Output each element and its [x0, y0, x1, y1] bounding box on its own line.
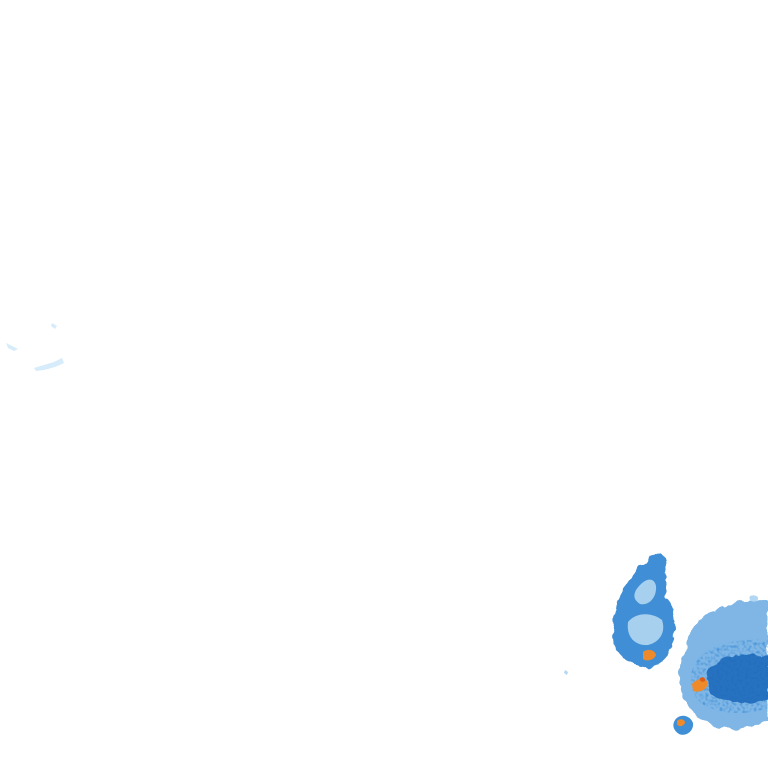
- cell-gap: [634, 579, 657, 605]
- trace-echo: [6, 343, 18, 351]
- cell-outer-echo: [613, 551, 675, 668]
- trace-echo: [51, 323, 57, 329]
- cell-outer-echo: [673, 715, 694, 735]
- cell-core: [692, 678, 708, 692]
- trace-echo: [34, 358, 64, 371]
- cell-heavy-echo: [706, 654, 768, 704]
- cell-core: [677, 719, 685, 727]
- west-trace-cell: [6, 323, 64, 371]
- stray-echo: [564, 670, 568, 675]
- southeast-small-cell: [673, 715, 694, 735]
- cell-core: [699, 677, 706, 682]
- southeast-main-cell: [679, 595, 768, 728]
- cell-gap: [627, 614, 664, 646]
- southeast-north-cell: [613, 551, 675, 668]
- stray-echo: [749, 595, 759, 602]
- cell-core: [643, 649, 656, 661]
